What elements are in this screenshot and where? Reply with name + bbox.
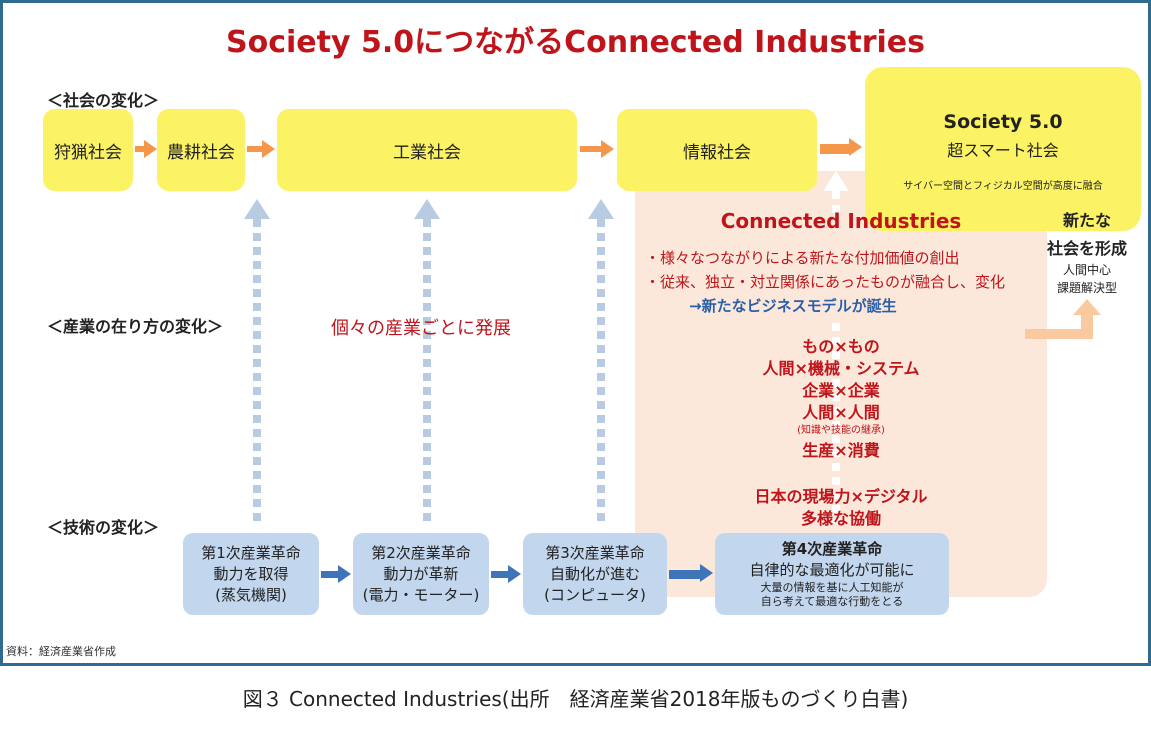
diverse-collaboration-line: 多様な協働 xyxy=(800,509,881,528)
new-society-line2: 社会を形成 xyxy=(1046,239,1127,258)
section-social-change: ＜社会の変化＞ xyxy=(47,91,160,110)
individual-industry-label: 個々の産業ごとに発展 xyxy=(331,318,511,339)
arrow-rev2-to-rev3 xyxy=(491,565,521,583)
revolution-4-note-2: 自ら考えて最適な行動をとる xyxy=(760,595,904,608)
revolution-4-title: 第4次産業革命 xyxy=(781,540,883,558)
section-industry-change: ＜産業の在り方の変化＞ xyxy=(47,317,224,336)
combo-things: もの×もの xyxy=(802,337,880,356)
ci-new-business-line: →新たなビジネスモデルが誕生 xyxy=(689,297,897,315)
dashed-arrow-4-top xyxy=(832,191,840,215)
dashed-arrow-head-1 xyxy=(244,199,270,219)
new-society-sub1: 人間中心 xyxy=(1062,263,1111,277)
arrow-industrial-to-information xyxy=(580,140,614,158)
revolution-1-box: 第1次産業革命 動力を取得 (蒸気機関) xyxy=(183,533,319,615)
new-society-line1: 新たな xyxy=(1062,211,1111,230)
revolution-1-desc: 動力を取得 xyxy=(213,565,289,583)
combo-knowledge-note: (知識や技能の継承) xyxy=(797,425,885,436)
connected-industries-panel xyxy=(635,171,1047,597)
new-society-arrow xyxy=(1025,299,1101,339)
dashed-arrow-4-bottom xyxy=(832,323,840,523)
revolution-2-title: 第2次産業革命 xyxy=(371,544,471,562)
revolution-1-title: 第1次産業革命 xyxy=(201,544,301,562)
revolution-4-box: 第4次産業革命 自律的な最適化が可能に 大量の情報を基に人工知能が 自ら考えて最… xyxy=(715,533,949,615)
combo-human-machine: 人間×機械・システム xyxy=(762,359,920,378)
figure-title: Society 5.0につながるConnected Industries xyxy=(225,25,926,60)
arrow-agrarian-to-industrial xyxy=(247,140,275,158)
society-industrial: 工業社会 xyxy=(277,109,577,191)
combo-company: 企業×企業 xyxy=(802,381,880,400)
society-5-name: Society 5.0 xyxy=(943,111,1063,133)
arrow-rev1-to-rev2 xyxy=(321,565,351,583)
society-hunting: 狩猟社会 xyxy=(43,109,133,191)
section-tech-change: ＜技術の変化＞ xyxy=(47,518,160,537)
source-note: 資料：経済産業省作成 xyxy=(6,645,116,658)
dashed-arrow-2 xyxy=(423,219,431,525)
society-information: 情報社会 xyxy=(617,109,817,191)
revolution-1-note: (蒸気機関) xyxy=(215,586,287,604)
japan-digital-line: 日本の現場力×デジタル xyxy=(754,487,928,506)
combo-human-human: 人間×人間 xyxy=(802,403,880,422)
revolution-2-note: (電力・モーター) xyxy=(362,586,480,604)
society-agrarian: 農耕社会 xyxy=(157,109,245,191)
revolution-3-title: 第3次産業革命 xyxy=(545,544,645,562)
dashed-arrow-head-2 xyxy=(414,199,440,219)
society-5-box: Society 5.0 超スマート社会 サイバー空間とフィジカル空間が高度に融合 xyxy=(865,67,1141,231)
dashed-arrow-head-3 xyxy=(588,199,614,219)
connected-industries-heading: Connected Industries xyxy=(720,209,962,233)
arrow-hunting-to-agrarian xyxy=(135,140,157,158)
society-5-description: サイバー空間とフィジカル空間が高度に融合 xyxy=(903,181,1103,192)
ci-bullet-2: ・従来、独立・対立関係にあったものが融合し、変化 xyxy=(645,273,1006,291)
revolution-2-box: 第2次産業革命 動力が革新 (電力・モーター) xyxy=(353,533,489,615)
dashed-arrow-3 xyxy=(597,219,605,525)
revolution-4-note-1: 大量の情報を基に人工知能が xyxy=(760,581,904,594)
revolution-3-desc: 自動化が進む xyxy=(549,565,640,583)
society-5-subtitle: 超スマート社会 xyxy=(947,141,1059,160)
new-society-sub2: 課題解決型 xyxy=(1056,281,1117,295)
revolution-3-box: 第3次産業革命 自動化が進む (コンピュータ) xyxy=(523,533,667,615)
revolution-3-note: (コンピュータ) xyxy=(544,586,646,604)
figure-caption: 図３ Connected Industries(出所 経済産業省2018年版もの… xyxy=(242,687,909,711)
combo-production-consumption: 生産×消費 xyxy=(802,441,880,460)
ci-bullet-1: ・様々なつながりによる新たな付加価値の創出 xyxy=(645,249,960,267)
revolution-2-desc: 動力が革新 xyxy=(383,565,459,583)
dashed-arrow-1 xyxy=(253,219,261,525)
figure-frame: Society 5.0につながるConnected Industries ＜社会… xyxy=(0,0,1151,666)
revolution-4-desc: 自律的な最適化が可能に xyxy=(749,561,915,579)
arrow-information-to-society5 xyxy=(820,138,862,156)
arrow-rev3-to-rev4 xyxy=(669,564,713,582)
dashed-arrow-head-4 xyxy=(823,171,849,191)
